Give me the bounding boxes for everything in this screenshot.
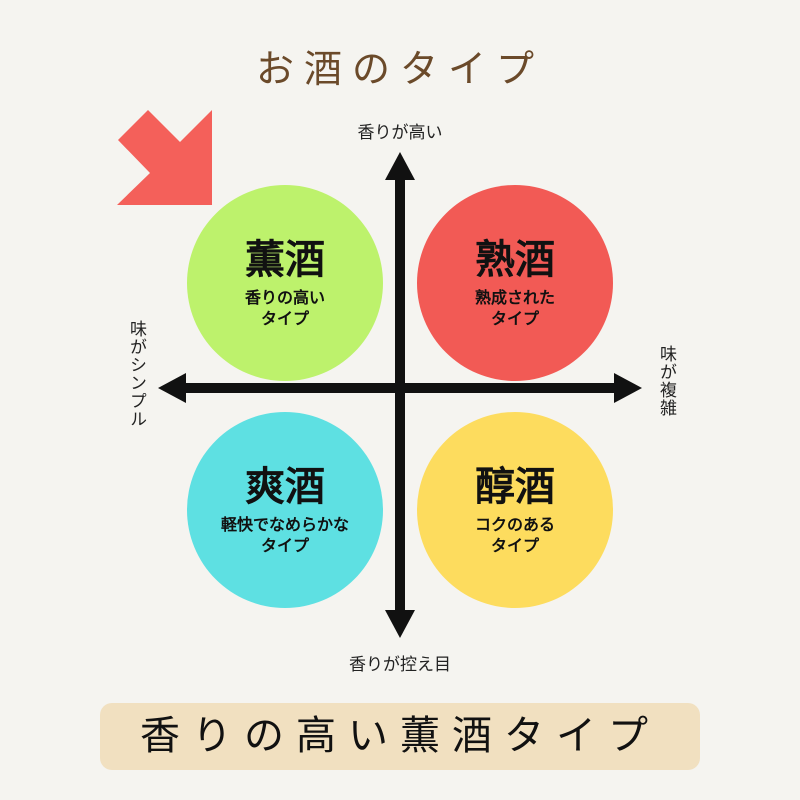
quadrant-desc: 熟成された (474, 288, 555, 307)
quadrant-name: 薫酒 (245, 237, 325, 283)
axis-label-bottom: 香りが控え目 (349, 655, 451, 675)
quadrant-soushu: 爽酒 軽快でなめらかな タイプ (187, 412, 383, 608)
quadrant-name: 爽酒 (245, 464, 325, 510)
quadrant-desc: タイプ (260, 536, 309, 555)
quadrant-name: 醇酒 (475, 464, 555, 510)
caption-banner: 香りの高い薫酒タイプ (100, 703, 700, 770)
quadrant-desc: タイプ (490, 536, 539, 555)
quadrant-desc: 香りの高い (244, 288, 325, 307)
quadrant-desc: タイプ (260, 309, 309, 328)
vertical-axis-arrow (385, 152, 415, 638)
quadrant-kunshu: 薫酒 香りの高い タイプ (187, 185, 383, 381)
page-title: お酒のタイプ (255, 47, 544, 91)
axis-label-top: 香りが高い (357, 123, 443, 143)
axis-label-left: 味がシンプル (126, 320, 146, 428)
horizontal-axis-arrow (158, 373, 642, 403)
pointer-arrow-icon (117, 110, 212, 205)
quadrant-desc: 軽快でなめらかな (220, 515, 349, 534)
quadrant-jukushu: 熟酒 熟成された タイプ (417, 185, 613, 381)
quadrant-desc: コクのある (474, 515, 555, 534)
quadrant-name: 熟酒 (475, 237, 555, 283)
quadrant-desc: タイプ (490, 309, 539, 328)
axis-label-right: 味が複雑 (656, 345, 676, 417)
quadrant-junshu: 醇酒 コクのある タイプ (417, 412, 613, 608)
